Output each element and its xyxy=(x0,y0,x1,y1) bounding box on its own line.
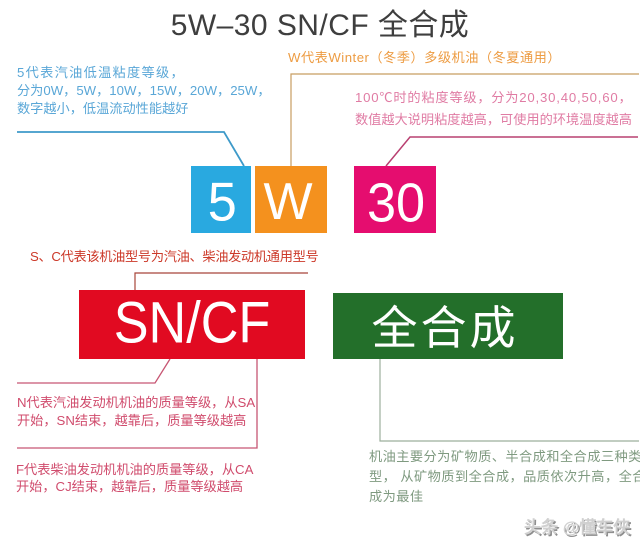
box-winter-rating: 5 xyxy=(191,166,251,233)
box-winter-letter: W xyxy=(255,166,327,233)
connector-high-temp xyxy=(385,136,638,167)
connector-low-temp xyxy=(17,131,245,167)
annotation-low-temp-line: 数字越小，低温流动性能越好 xyxy=(17,101,189,116)
box-api-grade-label: SN/CF xyxy=(113,290,271,356)
annotation-f-grade-line: F代表柴油发动机机油的质量等级，从CA xyxy=(16,462,254,477)
annotation-high-temp: 100℃时的粘度等级，分为20,30,40,50,60， 数值越大说明粘度越高，… xyxy=(355,87,632,130)
watermark: 头条 @懂车侠 xyxy=(524,518,631,537)
box-hot-rating-label: 30 xyxy=(367,171,426,233)
annotation-synthetic-note-line: 机油主要分为矿物质、半合成和全合成三种类 xyxy=(369,449,640,464)
annotation-low-temp: 5代表汽油低温粘度等级， 分为0W，5W，10W，15W，20W，25W， 数字… xyxy=(17,64,271,118)
annotation-high-temp-line: 100℃时的粘度等级，分为20,30,40,50,60， xyxy=(355,90,633,105)
annotation-high-temp-line: 数值越大说明粘度越高，可使用的环境温度越高 xyxy=(355,111,632,127)
annotation-low-temp-line: 分为0W，5W，10W，15W，20W，25W， xyxy=(17,83,271,98)
annotation-n-grade-line: 开始，SN结束，越靠后，质量等级越高 xyxy=(17,413,247,428)
annotation-n-grade: N代表汽油发动机机油的质量等级，从SA 开始，SN结束，越靠后，质量等级越高 xyxy=(17,394,255,430)
annotation-synthetic-note: 机油主要分为矿物质、半合成和全合成三种类 型， 从矿物质到全合成，品质依次升高，… xyxy=(369,447,640,507)
box-hot-rating: 30 xyxy=(354,166,436,233)
box-synthetic: 全合成 xyxy=(333,293,563,359)
box-api-grade: SN/CF xyxy=(79,290,305,359)
annotation-n-grade-line: N代表汽油发动机机油的质量等级，从SA xyxy=(17,395,256,410)
page-title: 5W–30 SN/CF 全合成 xyxy=(170,9,470,42)
connector-synthetic-note xyxy=(379,358,639,442)
annotation-synthetic-note-line: 型， 从矿物质到全合成，品质依次升高，全合 xyxy=(369,469,640,484)
annotation-winter-line: W代表Winter（冬季）多级机油（冬夏通用） xyxy=(288,50,562,65)
annotation-f-grade-line: 开始，CJ结束，越靠后，质量等级越高 xyxy=(16,479,244,494)
annotation-synthetic-note-line: 成为最佳 xyxy=(369,489,424,504)
annotation-sc-type: S、C代表该机油型号为汽油、柴油发动机通用型号 xyxy=(30,248,319,266)
annotation-winter: W代表Winter（冬季）多级机油（冬夏通用） xyxy=(288,49,561,67)
annotation-f-grade: F代表柴油发动机机油的质量等级，从CA 开始，CJ结束，越靠后，质量等级越高 xyxy=(16,461,253,495)
box-winter-rating-label: 5 xyxy=(207,170,237,232)
connector-sc-type xyxy=(134,272,308,290)
annotation-low-temp-line: 5代表汽油低温粘度等级， xyxy=(17,65,185,80)
box-synthetic-label: 全合成 xyxy=(371,302,519,354)
annotation-sc-type-line: S、C代表该机油型号为汽油、柴油发动机通用型号 xyxy=(30,249,319,264)
connector-n-grade xyxy=(17,358,171,384)
box-winter-letter-label: W xyxy=(263,172,313,231)
